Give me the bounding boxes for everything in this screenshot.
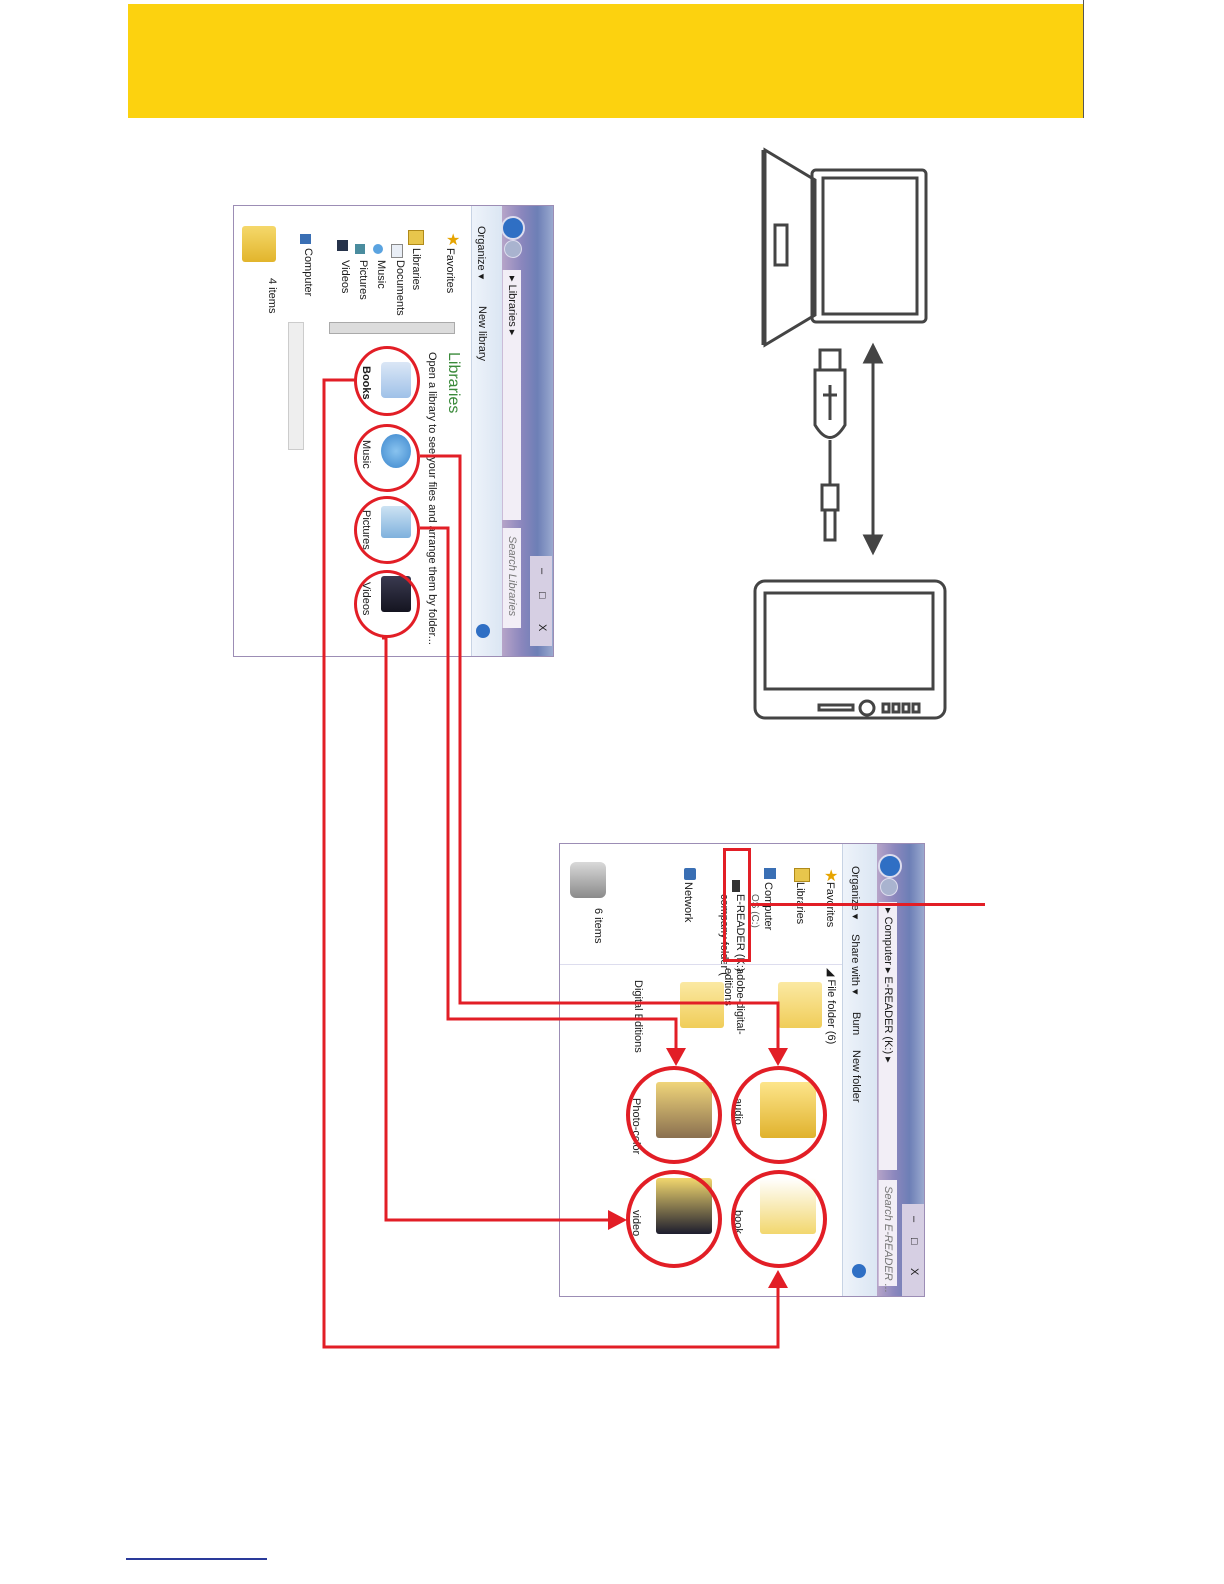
callout-e-reader-pointer [751, 903, 985, 906]
drive-icon [732, 880, 740, 892]
address-bar[interactable] [502, 270, 521, 520]
callout-book [731, 1170, 827, 1268]
computer-icon [764, 868, 776, 879]
header-banner [128, 4, 1083, 118]
pictures-icon [355, 244, 365, 254]
help-icon[interactable] [852, 1264, 866, 1278]
arrowhead-book [768, 1270, 788, 1288]
library-icon [408, 230, 424, 245]
star-icon: ★ [446, 232, 461, 249]
arrow-books-to-book [322, 378, 780, 1349]
search-box[interactable] [502, 528, 521, 628]
forward-button[interactable] [880, 878, 898, 896]
window-controls [530, 556, 552, 646]
star-icon: ★ [824, 868, 839, 885]
videos-icon [337, 240, 348, 251]
arrowhead-video [608, 1210, 627, 1230]
callout-pictures [354, 496, 420, 564]
ereader-illustration [753, 579, 947, 720]
search-box[interactable] [878, 1180, 897, 1286]
transfer-arrow [862, 342, 884, 556]
back-button[interactable] [878, 854, 902, 878]
callout-photo-color [626, 1066, 722, 1164]
arrow-pictures-to-photo [420, 526, 678, 1055]
toolbar [842, 844, 877, 1296]
connection-illustration [753, 147, 947, 720]
forward-button[interactable] [504, 240, 522, 258]
arrow-videos-to-video [382, 636, 612, 1222]
callout-audio [731, 1066, 827, 1164]
arrowhead-audio [768, 1048, 788, 1066]
arrowhead-photo [666, 1048, 686, 1066]
help-icon[interactable] [476, 624, 490, 638]
back-button[interactable] [501, 216, 525, 240]
scroll-thumb[interactable] [329, 322, 455, 334]
page-edge-line [1083, 0, 1084, 118]
callout-music [354, 424, 420, 492]
library-icon [794, 868, 810, 882]
laptop-illustration [761, 147, 928, 348]
nav-divider [560, 964, 842, 965]
vertical-scrollbar[interactable] [288, 322, 304, 450]
callout-video [626, 1170, 722, 1268]
documents-icon [391, 244, 403, 258]
usb-icon [813, 348, 847, 542]
callout-e-reader-drive [723, 848, 751, 962]
folder-icon[interactable] [680, 982, 724, 1028]
toolbar [471, 206, 502, 656]
music-icon [373, 244, 383, 254]
network-icon [684, 868, 696, 880]
window-controls [902, 1204, 924, 1296]
folder-icon [242, 226, 276, 262]
arrow-music-to-audio [420, 454, 780, 1055]
drive-icon [570, 862, 606, 898]
footer-rule [126, 1558, 267, 1560]
computer-icon [300, 234, 311, 244]
folder-icon[interactable] [778, 982, 822, 1028]
address-bar[interactable] [878, 902, 897, 1170]
